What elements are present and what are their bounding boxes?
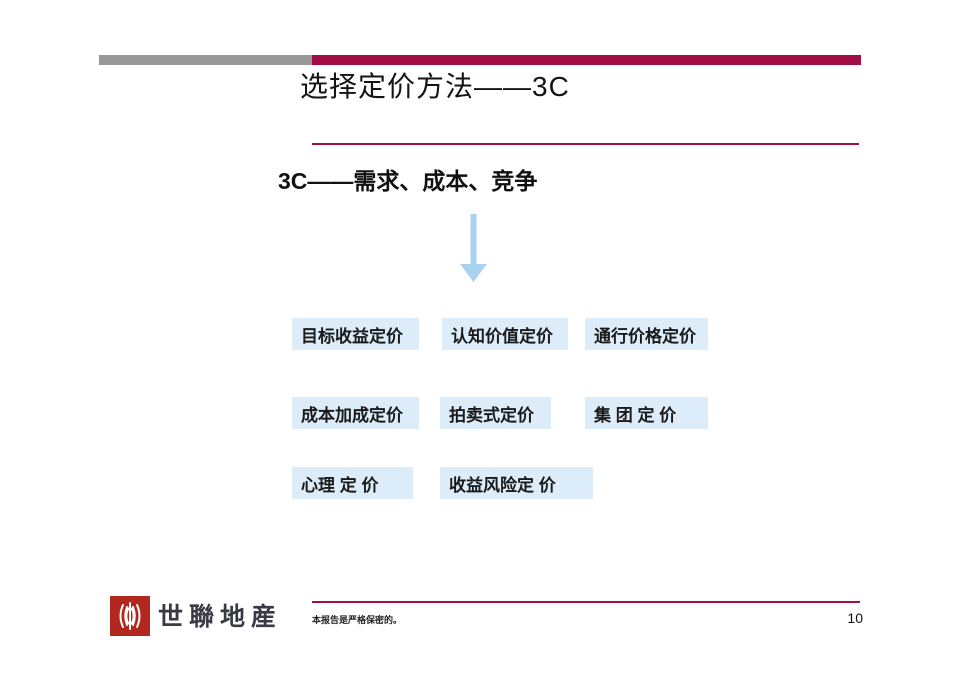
pricing-method-box: 收益风险定 价 — [440, 467, 593, 499]
pricing-method-box: 心理 定 价 — [292, 467, 413, 499]
top-bar-gray — [99, 55, 312, 65]
pricing-method-box: 通行价格定价 — [585, 318, 708, 350]
title-underline — [312, 143, 859, 145]
down-arrow-icon — [460, 214, 487, 282]
logo-text: 世聯地産 — [158, 602, 283, 631]
subtitle: 3C——需求、成本、竞争 — [278, 168, 538, 194]
worldunion-logo-icon — [110, 596, 150, 636]
confidentiality-note: 本报告是严格保密的。 — [312, 615, 403, 625]
pricing-method-box: 拍卖式定价 — [440, 397, 551, 429]
pricing-method-box: 集 团 定 价 — [585, 397, 708, 429]
pricing-method-box: 认知价值定价 — [442, 318, 568, 350]
top-bar-crimson — [312, 55, 861, 65]
pricing-method-box: 成本加成定价 — [292, 397, 419, 429]
footer-rule — [312, 601, 860, 603]
page-number: 10 — [847, 610, 863, 626]
pricing-method-box: 目标收益定价 — [292, 318, 419, 350]
page-title: 选择定价方法——3C — [300, 71, 570, 102]
